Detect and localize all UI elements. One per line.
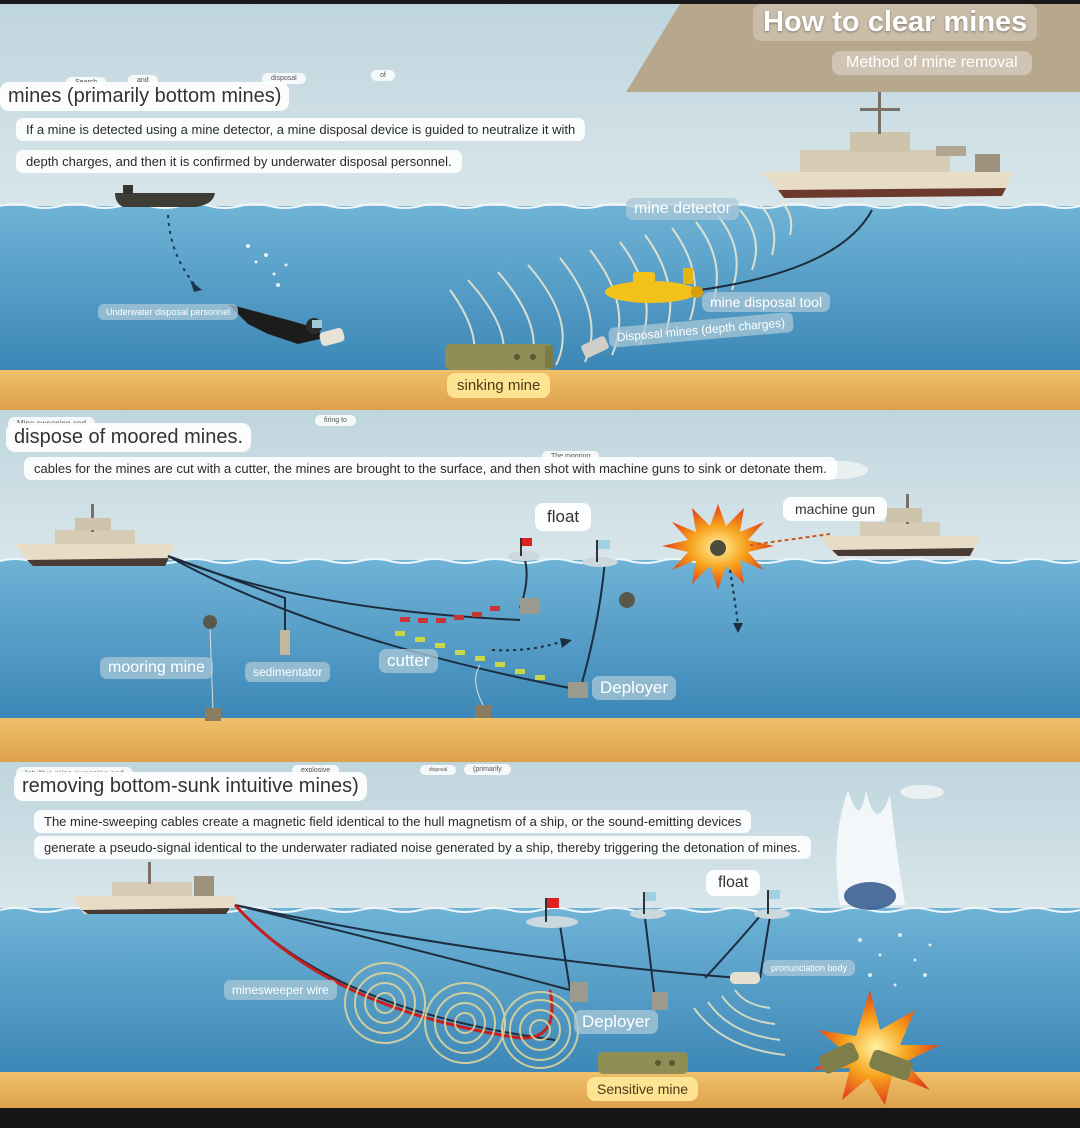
label-deployer-3: Deployer bbox=[574, 1010, 659, 1034]
tiny-tag: and bbox=[128, 75, 158, 86]
minesweeper-ship-2 bbox=[15, 504, 175, 566]
section3-heading: removing bottom-sunk intuitive mines) bbox=[14, 772, 367, 801]
tiny-tag: of bbox=[371, 70, 395, 81]
label-machine-gun: machine gun bbox=[783, 497, 888, 521]
explosion-gunfire bbox=[662, 504, 774, 590]
bubbles bbox=[246, 244, 288, 287]
water-splash bbox=[836, 790, 905, 910]
minesweeper-ship-4 bbox=[72, 862, 237, 914]
tiny-tag: (primarily bbox=[464, 764, 511, 775]
section3-desc-line1: The mine-sweeping cables create a magnet… bbox=[34, 810, 752, 833]
label-sedimentator: sedimentator bbox=[245, 662, 331, 682]
label-minesweeper-wire: minesweeper wire bbox=[224, 980, 337, 1000]
section1-desc-line1: If a mine is detected using a mine detec… bbox=[16, 118, 586, 141]
label-mine-disposal-tool: mine disposal tool bbox=[702, 292, 831, 312]
pronunciation-body bbox=[730, 972, 760, 984]
label-sinking-mine: sinking mine bbox=[447, 373, 551, 398]
label-underwater-personnel: Underwater disposal personnel bbox=[98, 304, 239, 320]
minesweeper-ship-1 bbox=[760, 92, 1012, 198]
panel-bottom-mines bbox=[0, 4, 1080, 410]
cable-floats-yellow bbox=[395, 631, 545, 680]
label-float: float bbox=[535, 503, 592, 531]
mine-disposal-tool bbox=[605, 268, 703, 303]
float-blue-flag bbox=[582, 540, 618, 567]
magnetic-field-rings bbox=[344, 962, 579, 1069]
label-sensitive-mine: Sensitive mine bbox=[587, 1077, 699, 1101]
label-mooring-mine: mooring mine bbox=[100, 657, 213, 679]
float-blue-flag-3b bbox=[754, 890, 790, 919]
deployer-box-1 bbox=[520, 598, 540, 614]
label-cutter: cutter bbox=[379, 649, 438, 673]
page-subtitle: Method of mine removal bbox=[832, 51, 1032, 75]
sinking-mine bbox=[445, 344, 553, 370]
cut-mine bbox=[619, 592, 635, 608]
label-pronunciation-body: pronunciation body bbox=[763, 960, 856, 976]
tiny-tag: explosive bbox=[292, 765, 340, 776]
depth-charge bbox=[581, 336, 609, 358]
moored-mine bbox=[203, 615, 217, 629]
panel-moored-mines bbox=[0, 410, 1080, 764]
cable-floats-red bbox=[400, 606, 500, 623]
diver bbox=[228, 304, 345, 346]
page-title: How to clear mines bbox=[753, 4, 1038, 41]
bubbles-3 bbox=[858, 933, 932, 987]
section1-desc-line2: depth charges, and then it is confirmed … bbox=[16, 150, 462, 173]
section2-heading: dispose of moored mines. bbox=[6, 423, 252, 452]
label-float-3: float bbox=[706, 870, 761, 896]
minesweeper-ship-3 bbox=[820, 494, 980, 556]
float-red-flag-3 bbox=[526, 898, 578, 928]
tiny-tag: firing to bbox=[315, 415, 356, 426]
rubber-boat bbox=[115, 185, 215, 207]
title-banner bbox=[626, 4, 1080, 92]
deployer-box-2 bbox=[568, 682, 588, 698]
tiny-tag: The mooring bbox=[542, 451, 600, 462]
acoustic-waves bbox=[693, 989, 786, 1056]
section2-desc: cables for the mines are cut with a cutt… bbox=[24, 457, 837, 480]
label-deployer: Deployer bbox=[592, 676, 677, 700]
explosion-seabed bbox=[812, 990, 940, 1105]
tiny-tag: disposal bbox=[420, 765, 457, 775]
sensitive-mine bbox=[598, 1052, 688, 1074]
label-mine-detector: mine detector bbox=[626, 198, 739, 220]
float-red-flag bbox=[508, 538, 540, 561]
float-blue-flag-3a bbox=[630, 892, 666, 919]
tiny-tag: disposal bbox=[262, 73, 306, 84]
section1-heading: mines (primarily bottom mines) bbox=[0, 82, 290, 111]
section3-desc-line2: generate a pseudo-signal identical to th… bbox=[34, 836, 811, 859]
